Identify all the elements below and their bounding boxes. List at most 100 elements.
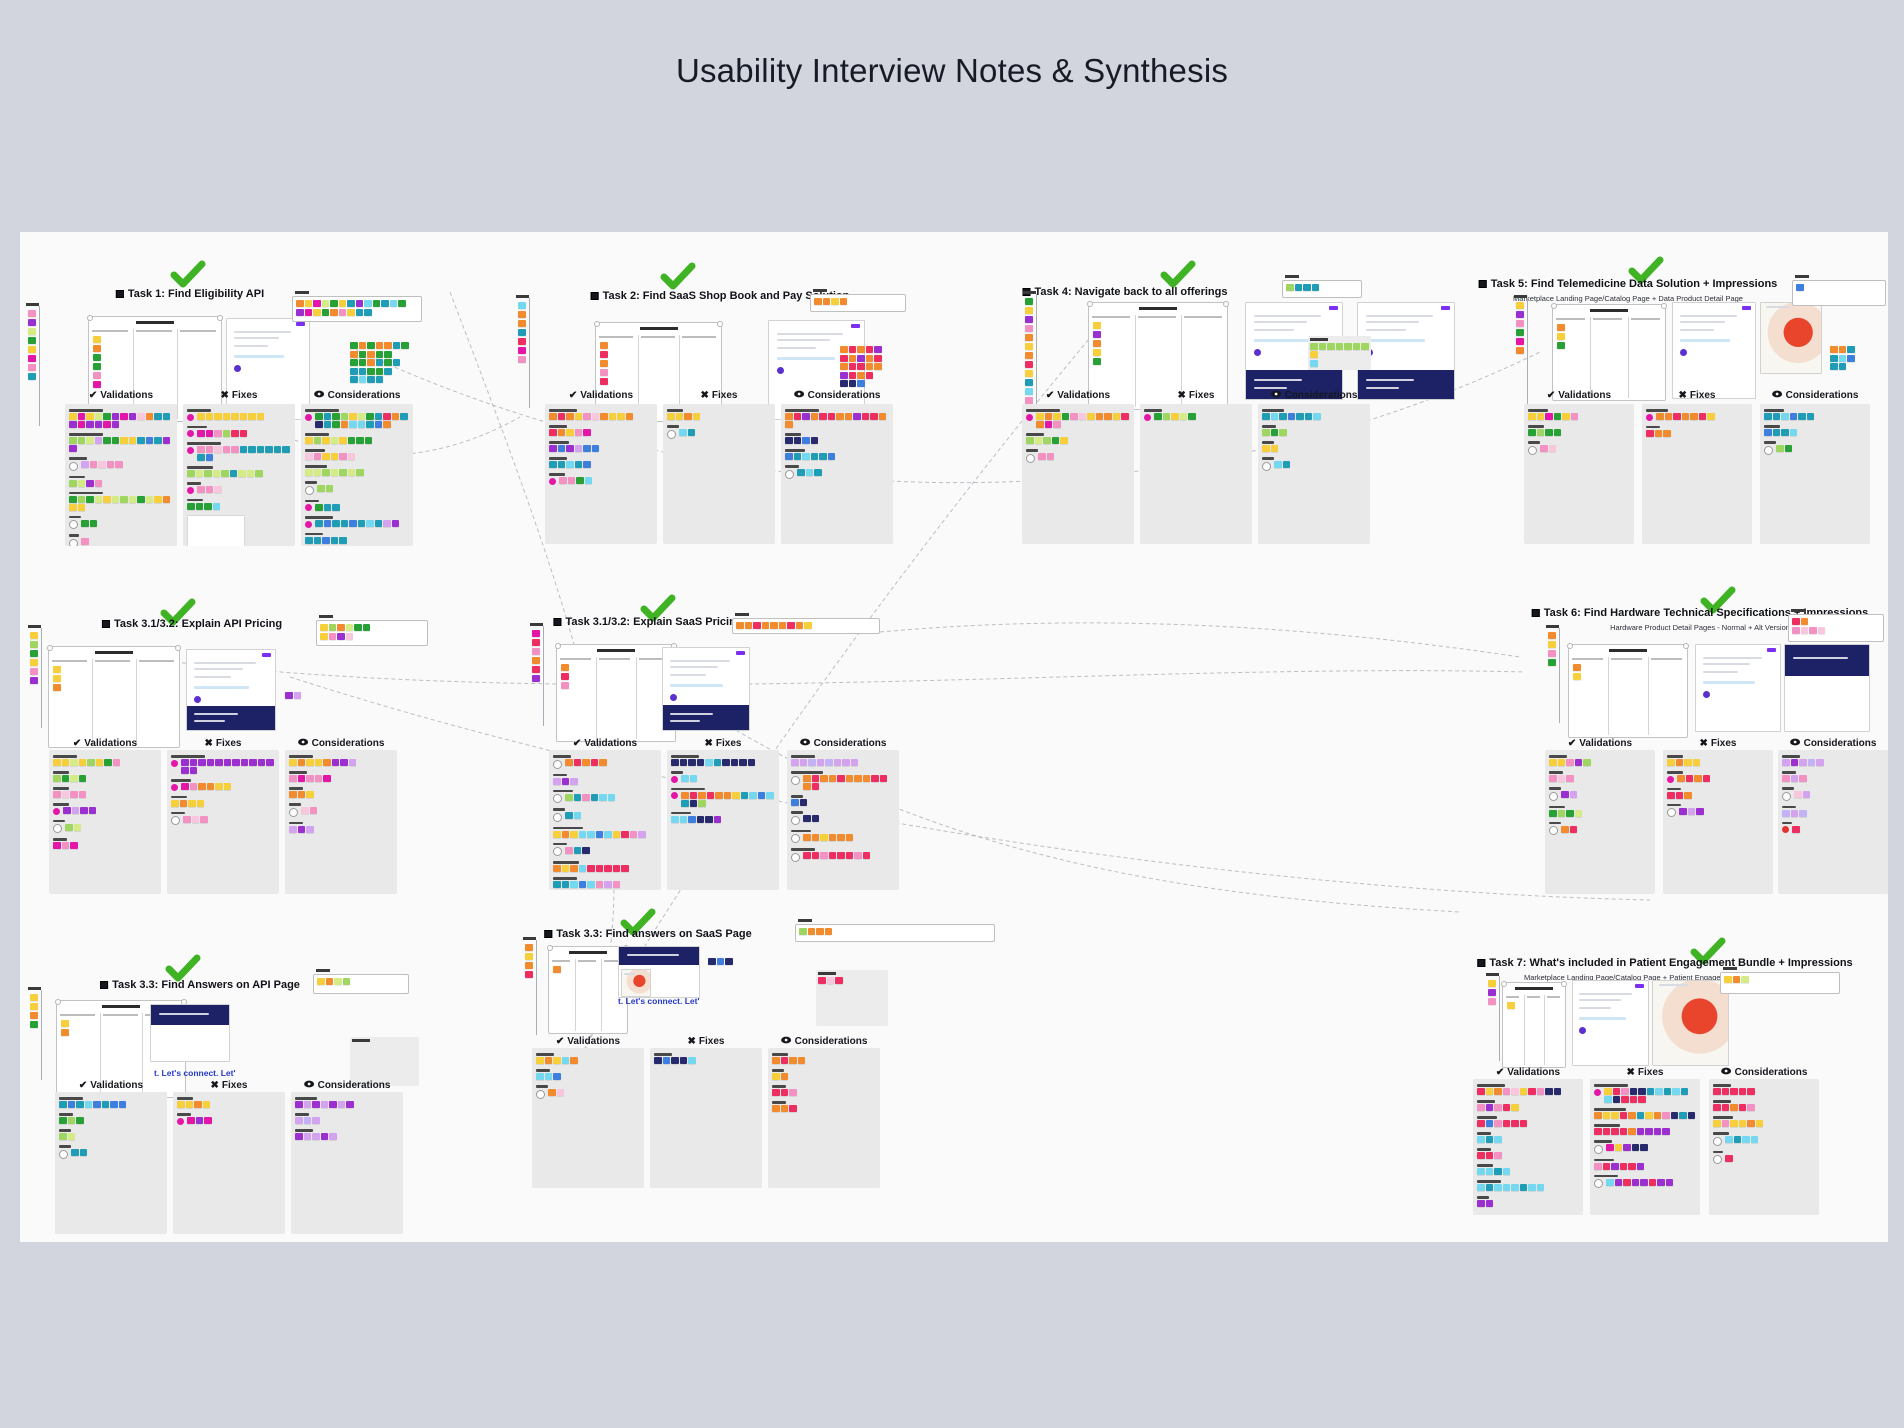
- sticky-note[interactable]: [1619, 1112, 1627, 1119]
- sticky-note[interactable]: [865, 346, 873, 353]
- sticky-note[interactable]: [154, 437, 162, 444]
- marker-dot-icon[interactable]: [1782, 826, 1789, 833]
- sticky-note[interactable]: [696, 815, 704, 823]
- sticky-note[interactable]: [306, 759, 314, 766]
- sticky-note[interactable]: [1093, 322, 1101, 329]
- sticky-grid[interactable]: [283, 690, 303, 703]
- sticky-note[interactable]: [1730, 1104, 1738, 1111]
- sticky-note[interactable]: [1566, 775, 1574, 782]
- sticky-note[interactable]: [110, 1101, 118, 1108]
- sticky-note[interactable]: [1070, 413, 1078, 420]
- sticky-note[interactable]: [1025, 325, 1033, 332]
- sticky-note[interactable]: [785, 413, 793, 420]
- sticky-note[interactable]: [221, 470, 229, 477]
- sticky-note[interactable]: [78, 791, 86, 798]
- sticky-note[interactable]: [375, 342, 383, 349]
- sticky-note[interactable]: [364, 308, 372, 316]
- sticky-note[interactable]: [71, 807, 79, 814]
- sticky-note[interactable]: [1619, 1162, 1627, 1170]
- sticky-note[interactable]: [772, 1089, 780, 1096]
- sticky-note[interactable]: [28, 319, 36, 326]
- mini-card[interactable]: [187, 514, 245, 546]
- sticky-note[interactable]: [1655, 1088, 1663, 1095]
- sticky-note[interactable]: [561, 673, 569, 680]
- sticky-note[interactable]: [1594, 1162, 1602, 1170]
- sticky-note[interactable]: [1025, 370, 1033, 377]
- sticky-note[interactable]: [350, 350, 358, 358]
- marker-dot-icon[interactable]: [1594, 1179, 1603, 1188]
- sticky-note[interactable]: [137, 413, 145, 420]
- sticky-note[interactable]: [1800, 626, 1808, 634]
- sticky-note[interactable]: [1790, 809, 1798, 817]
- sticky-note[interactable]: [845, 775, 853, 782]
- sticky-note[interactable]: [321, 300, 329, 307]
- sticky-note[interactable]: [810, 437, 818, 444]
- sticky-note[interactable]: [285, 692, 293, 699]
- considerations-panel[interactable]: [1258, 404, 1370, 544]
- sticky-note[interactable]: [1602, 1128, 1610, 1135]
- interview-sticky-strip[interactable]: [28, 625, 42, 728]
- sticky-note[interactable]: [128, 413, 136, 420]
- sticky-note[interactable]: [1764, 413, 1772, 420]
- sticky-note[interactable]: [689, 791, 697, 799]
- validations-panel[interactable]: [532, 1048, 644, 1188]
- sticky-note[interactable]: [28, 346, 36, 353]
- sticky-note[interactable]: [625, 413, 633, 420]
- sticky-note[interactable]: [358, 367, 366, 375]
- sticky-note[interactable]: [617, 413, 625, 420]
- sticky-note[interactable]: [566, 413, 574, 420]
- marker-dot-icon[interactable]: [305, 520, 312, 528]
- sticky-note[interactable]: [570, 777, 578, 785]
- sticky-note[interactable]: [532, 675, 540, 682]
- sticky-note[interactable]: [553, 1057, 561, 1064]
- sticky-note[interactable]: [81, 461, 89, 468]
- sticky-note[interactable]: [698, 799, 706, 807]
- sticky-note[interactable]: [857, 354, 865, 362]
- marker-dot-icon[interactable]: [553, 812, 562, 822]
- marker-dot-icon[interactable]: [1528, 445, 1537, 455]
- sticky-note[interactable]: [63, 807, 71, 814]
- research-questions-frame[interactable]: [1087, 301, 1229, 410]
- sticky-note[interactable]: [525, 962, 533, 969]
- fixes-panel[interactable]: [1663, 750, 1773, 894]
- sticky-note[interactable]: [574, 445, 582, 452]
- sticky-note[interactable]: [1485, 1152, 1493, 1159]
- sticky-note[interactable]: [715, 791, 723, 799]
- marker-dot-icon[interactable]: [171, 816, 180, 825]
- sticky-note[interactable]: [1536, 413, 1544, 420]
- marker-dot-icon[interactable]: [536, 1089, 545, 1099]
- sticky-note[interactable]: [705, 815, 713, 823]
- sticky-note[interactable]: [1488, 980, 1496, 987]
- sticky-note[interactable]: [30, 677, 38, 684]
- sticky-note[interactable]: [1051, 437, 1059, 444]
- sticky-note[interactable]: [1838, 363, 1846, 370]
- sticky-note[interactable]: [1548, 445, 1556, 452]
- sticky-note[interactable]: [347, 469, 355, 476]
- sticky-note[interactable]: [1477, 1120, 1485, 1127]
- sticky-note[interactable]: [848, 346, 856, 353]
- sticky-note[interactable]: [355, 300, 363, 307]
- sticky-note[interactable]: [1296, 413, 1304, 420]
- sticky-note[interactable]: [1663, 429, 1671, 437]
- sticky-note[interactable]: [249, 759, 257, 766]
- sticky-note[interactable]: [870, 413, 878, 420]
- sticky-grid[interactable]: [1828, 344, 1857, 374]
- parking-lot-box[interactable]: [313, 969, 409, 994]
- sticky-note[interactable]: [1477, 1168, 1485, 1175]
- sticky-note[interactable]: [197, 486, 205, 493]
- sticky-note[interactable]: [1502, 1184, 1510, 1191]
- sticky-note[interactable]: [1279, 413, 1287, 420]
- sticky-note[interactable]: [315, 413, 323, 420]
- sticky-note[interactable]: [103, 437, 111, 444]
- sticky-note[interactable]: [604, 830, 612, 838]
- sticky-note[interactable]: [835, 976, 843, 984]
- sticky-note[interactable]: [544, 1057, 552, 1064]
- sticky-note[interactable]: [803, 815, 811, 822]
- sticky-note[interactable]: [553, 881, 561, 888]
- sticky-note[interactable]: [1654, 429, 1662, 437]
- interview-sticky-strip[interactable]: [28, 987, 42, 1080]
- sticky-note[interactable]: [320, 1133, 328, 1140]
- sticky-note[interactable]: [845, 833, 853, 841]
- sticky-note[interactable]: [1799, 809, 1807, 817]
- sticky-note[interactable]: [518, 329, 526, 336]
